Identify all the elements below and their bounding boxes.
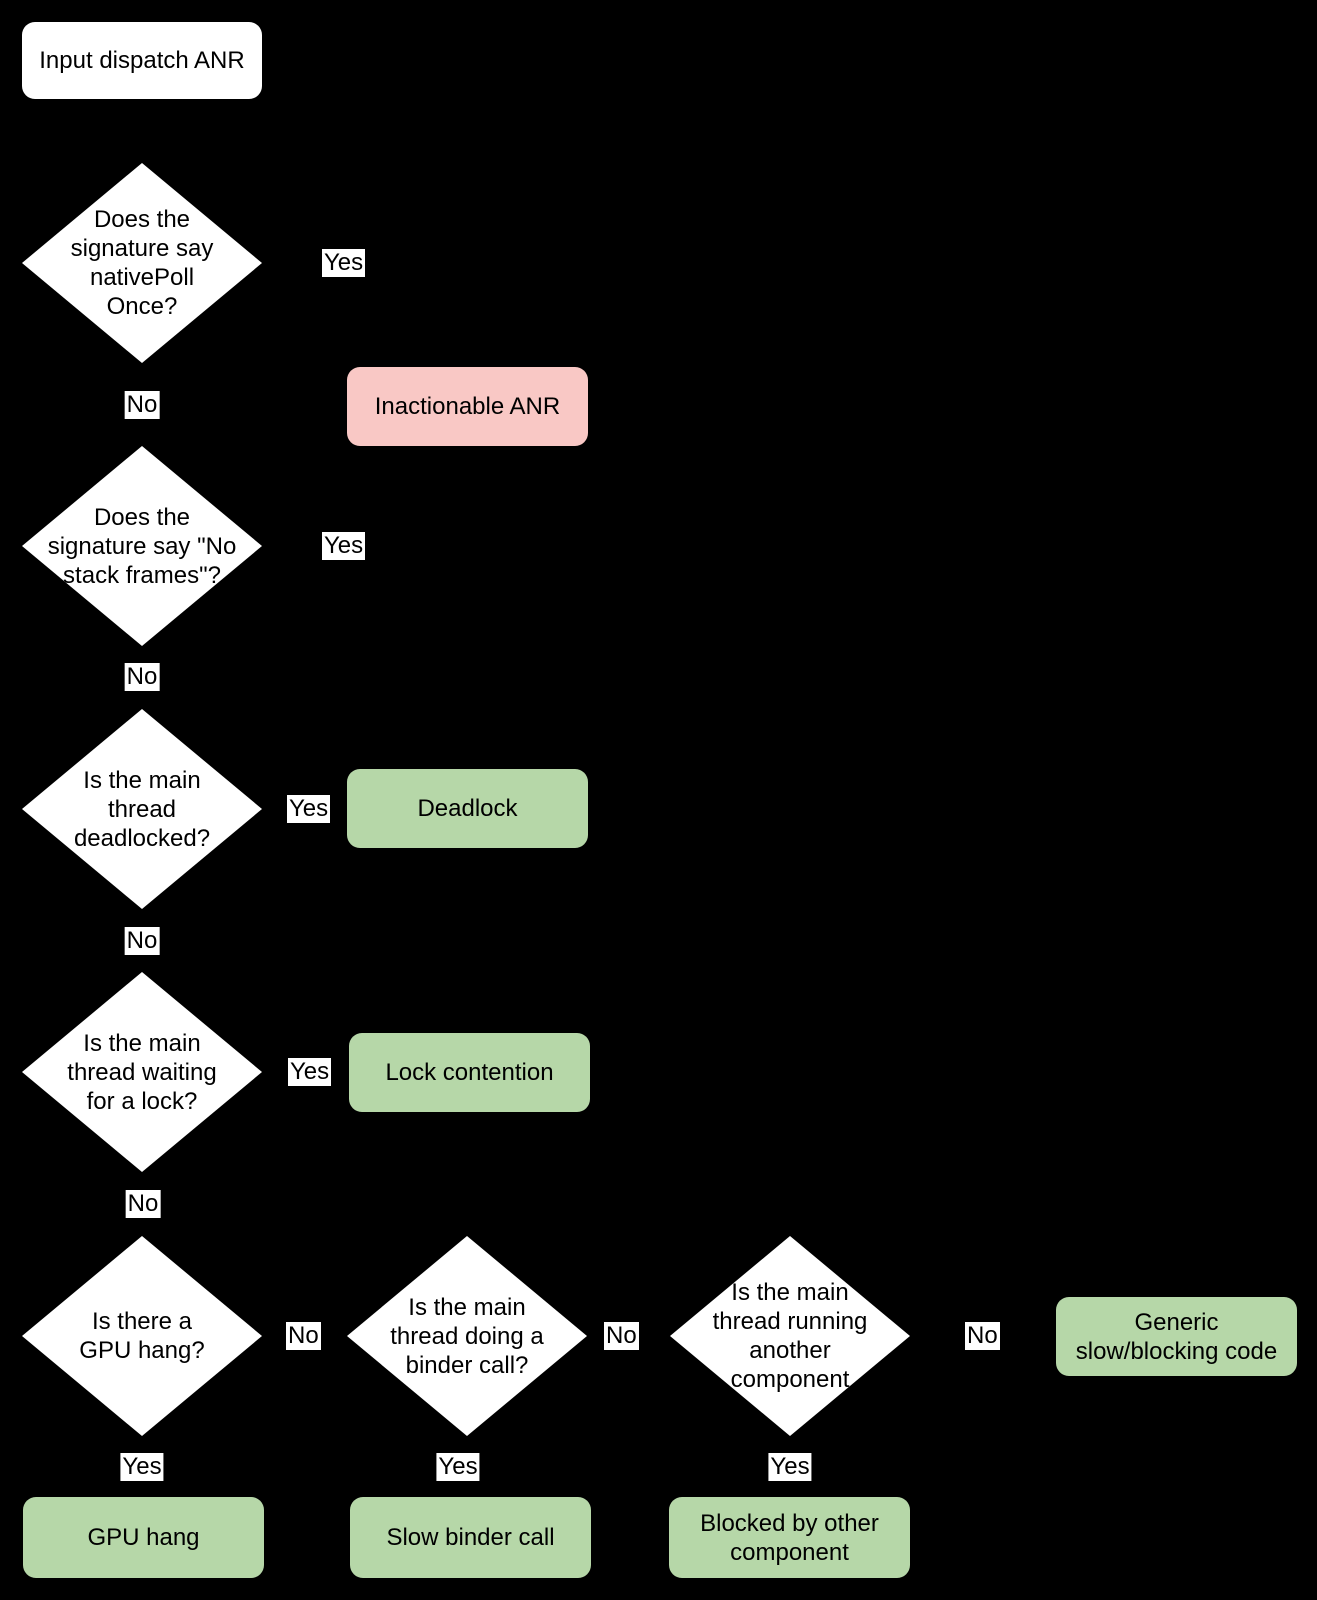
d5-no-label: No bbox=[286, 1322, 321, 1350]
d1-no-label: No bbox=[124, 391, 160, 419]
outcome-generic-slow-blocking-code: Generic slow/blocking code bbox=[1056, 1297, 1297, 1376]
decision-main-thread-waiting-lock: Is the main thread waiting for a lock? bbox=[22, 972, 262, 1172]
d7-no-label: No bbox=[965, 1322, 1000, 1350]
d3-no-label: No bbox=[124, 927, 160, 955]
decision-signature-no-stack-frames: Does the signature say "No stack frames"… bbox=[22, 446, 262, 646]
d6-yes-label: Yes bbox=[436, 1453, 480, 1481]
start-node-input-dispatch-anr: Input dispatch ANR bbox=[22, 22, 262, 99]
outcome-blocked-by-other-component: Blocked by other component bbox=[669, 1497, 910, 1578]
d6-no-label: No bbox=[604, 1322, 639, 1350]
decision-main-thread-deadlocked: Is the main thread deadlocked? bbox=[22, 709, 262, 909]
outcome-lock-contention: Lock contention bbox=[349, 1033, 590, 1112]
d2-no-label: No bbox=[124, 663, 160, 691]
d5-yes-label: Yes bbox=[120, 1453, 164, 1481]
decision-signature-nativepollonce: Does the signature say nativePoll Once? bbox=[22, 163, 262, 363]
outcome-inactionable-anr: Inactionable ANR bbox=[347, 367, 588, 446]
d2-yes-label: Yes bbox=[322, 532, 366, 560]
outcome-deadlock: Deadlock bbox=[347, 769, 588, 848]
decision-binder-call: Is the main thread doing a binder call? bbox=[347, 1236, 587, 1436]
decision-gpu-hang: Is there a GPU hang? bbox=[22, 1236, 262, 1436]
d7-yes-label: Yes bbox=[768, 1453, 812, 1481]
d3-yes-label: Yes bbox=[287, 795, 331, 823]
outcome-slow-binder-call: Slow binder call bbox=[350, 1497, 591, 1578]
d4-no-label: No bbox=[125, 1190, 161, 1218]
decision-running-another-component: Is the main thread running another compo… bbox=[670, 1236, 910, 1436]
d1-yes-label: Yes bbox=[322, 249, 366, 277]
outcome-gpu-hang: GPU hang bbox=[23, 1497, 264, 1578]
d4-yes-label: Yes bbox=[288, 1058, 332, 1086]
